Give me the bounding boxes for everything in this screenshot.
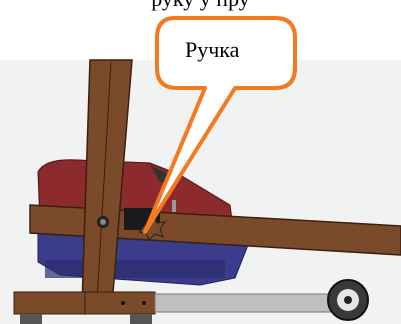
gray-slide-rail [154, 293, 341, 313]
foot-rail [13, 291, 95, 315]
pivot-bolt-center [100, 219, 106, 225]
callout-label: Ручка [185, 37, 240, 62]
rear-wheel-axle [344, 296, 352, 304]
small-bolt [172, 200, 176, 212]
bracket-bolt-2 [142, 301, 146, 305]
upright-seam [96, 61, 112, 301]
callout-bubble [143, 16, 297, 234]
handle-knob [138, 214, 167, 241]
top-caption-fragment: руку у пру [0, 0, 401, 12]
blue-base-shadow [45, 260, 225, 278]
bracket-bolt-1 [121, 301, 125, 305]
foot-pad-left [20, 314, 42, 324]
foot-pad-middle [130, 314, 152, 324]
deck-frame-beam [29, 204, 401, 256]
